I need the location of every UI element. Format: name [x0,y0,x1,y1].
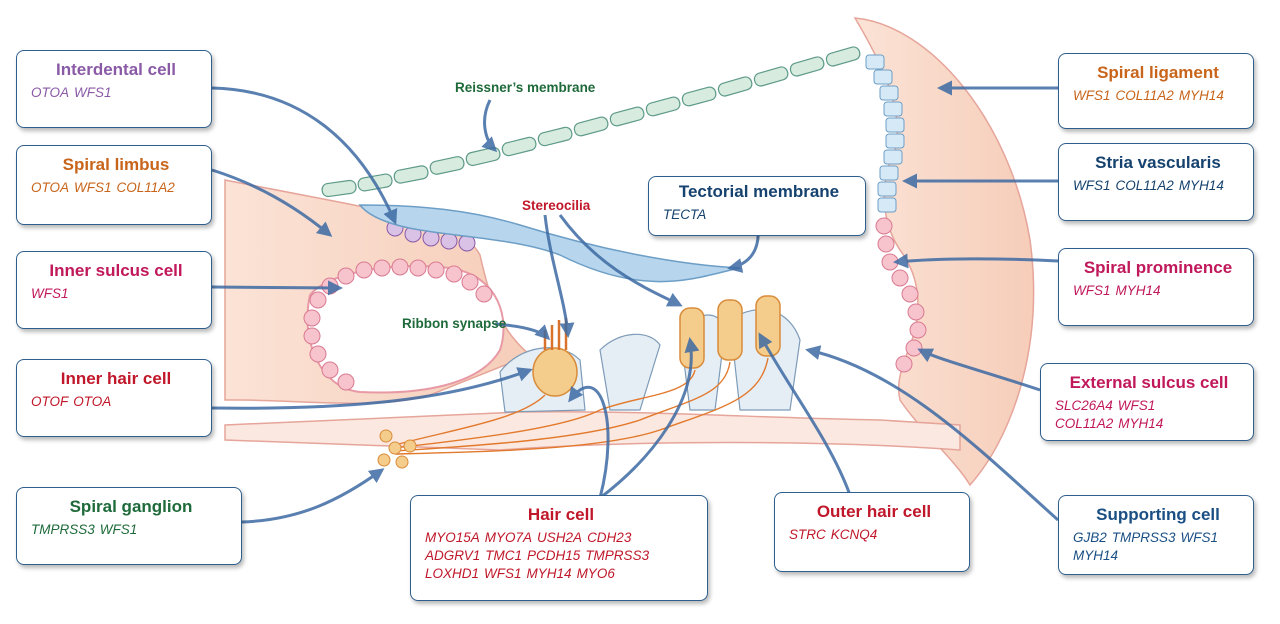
inner-hair-cell-title: Inner hair cell [60,369,172,388]
spiral-ganglion-cells [377,429,417,469]
spiral-ganglion-title: Spiral ganglion [69,497,193,516]
tectorial-membrane-genes: TECTA [663,207,707,222]
stria-vascularis-title: Stria vascularis [1095,153,1221,172]
reissners-membrane [321,46,861,198]
inner-sulcus-cell-genes: WFS1 [31,286,69,301]
stria-vascularis-cells [865,54,905,213]
supporting-cell-title: Supporting cell [1096,505,1220,524]
label-tectorial-membrane: Tectorial membrane TECTA [648,176,866,236]
hair-cell-title: Hair cell [527,505,595,524]
inner-hair-cell-shape [532,318,578,397]
spiral-limbus-title: Spiral limbus [62,155,170,174]
pointer-arrows [211,80,1060,524]
label-inner-sulcus-cell: Inner sulcus cell WFS1 [16,251,212,329]
nerve-fibres [394,357,769,455]
ribbon-synapse-label: Ribbon synapse [402,316,507,331]
inner-sulcus-cell-title: Inner sulcus cell [49,261,183,280]
outer-hair-cell-title: Outer hair cell [816,502,932,521]
external-sulcus-cells [875,217,927,373]
interdental-cell-title: Interdental cell [56,60,176,79]
inner-sulcus-cells [303,258,493,391]
tectorial-membrane-title: Tectorial membrane [678,182,840,201]
reissners-membrane-label: Reissner’s membrane [455,80,596,95]
spiral-prominence-title: Spiral prominence [1083,258,1233,277]
stereocilia-label: Stereocilia [522,198,591,213]
spiral-ligament-title: Spiral ligament [1097,63,1219,82]
external-sulcus-cell-title: External sulcus cell [1069,373,1229,392]
